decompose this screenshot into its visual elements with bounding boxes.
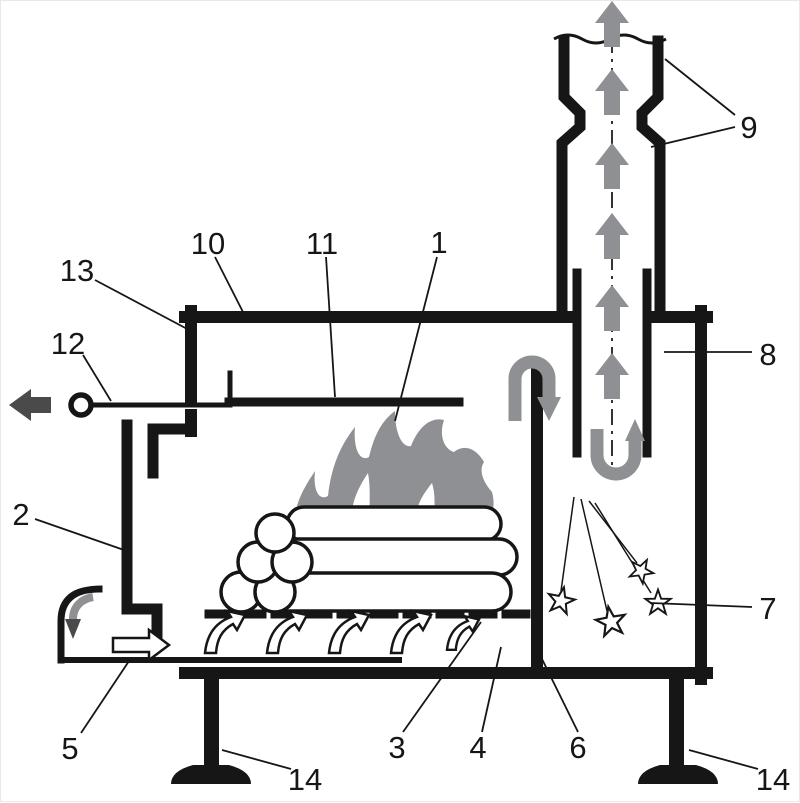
spark-star-icon — [592, 603, 629, 638]
gas-flow-uturn — [590, 419, 645, 481]
leader-line-14-left — [221, 749, 292, 770]
leader-line-1 — [394, 256, 438, 422]
label-10: 10 — [191, 226, 225, 261]
label-13: 13 — [60, 253, 94, 288]
smoke-arrow-icon — [595, 353, 629, 399]
over-divider-arrow-head-icon — [537, 397, 561, 421]
inlet-air-arrow-shaft — [69, 593, 94, 620]
leader-line-5 — [80, 660, 130, 734]
log-end — [254, 512, 296, 554]
inlet-air-arrow-head-icon — [65, 619, 81, 639]
leader-line-9b — [650, 126, 736, 148]
leader-line-10 — [214, 256, 245, 315]
chimney-right-wall — [636, 35, 666, 323]
spark-chamber — [544, 496, 672, 638]
label-8: 8 — [759, 337, 776, 372]
over-divider-arrow-shaft — [508, 355, 556, 421]
right-foot — [638, 765, 718, 784]
label-4: 4 — [469, 730, 486, 765]
chimney-left-wall — [556, 35, 586, 323]
damper-ring-handle — [68, 392, 94, 418]
log — [285, 505, 503, 543]
spark-trail-line — [580, 498, 608, 612]
firewood-logs — [219, 505, 519, 614]
label-7: 7 — [759, 591, 776, 626]
air-right-arrow-icon — [111, 627, 172, 663]
label-6: 6 — [569, 730, 586, 765]
smoke-arrow-icon — [595, 69, 629, 115]
uturn-arrow-head-icon — [625, 419, 645, 441]
label-11: 11 — [306, 226, 338, 261]
spark-trail-line — [560, 496, 575, 592]
leader-line-14-right — [688, 749, 759, 770]
label-14-left: 14 — [288, 762, 322, 797]
left-leg — [204, 679, 219, 767]
leader-line-11 — [325, 256, 336, 398]
label-2: 2 — [12, 497, 29, 532]
right-leg — [669, 679, 684, 767]
label-3: 3 — [388, 730, 405, 765]
leader-line-7 — [650, 602, 753, 608]
left-step-wall — [147, 423, 197, 479]
smoke-arrow-icon — [595, 213, 629, 259]
damper-assembly — [9, 370, 233, 421]
inner-flue-pipe — [572, 268, 652, 458]
label-12: 12 — [51, 326, 85, 361]
stove-legs — [171, 679, 718, 784]
smoke-arrow-icon — [595, 285, 629, 331]
number-labels: 1 2 3 4 5 6 7 8 9 10 11 12 13 14 14 — [12, 110, 790, 797]
label-14-right: 14 — [756, 762, 790, 797]
leader-line-4 — [481, 646, 502, 733]
smoke-exit-arrow-icon — [595, 1, 629, 47]
smoke-arrow-icon — [595, 143, 629, 189]
uturn-arrow-shaft — [590, 429, 642, 481]
inlet-hook-pipe — [57, 585, 103, 664]
leader-line-6 — [541, 658, 579, 733]
gas-flow-over-divider — [508, 355, 561, 421]
label-1: 1 — [430, 225, 447, 260]
label-9: 9 — [740, 110, 757, 145]
leader-line-12 — [82, 354, 112, 402]
left-channel-bottom-step — [121, 603, 163, 639]
air-inlet — [57, 585, 402, 664]
left-foot — [171, 765, 251, 784]
leader-line-13 — [94, 279, 192, 332]
label-5: 5 — [61, 731, 78, 766]
stove-body — [121, 305, 713, 685]
leader-lines — [34, 58, 759, 770]
spark-star-icon — [644, 588, 672, 615]
leader-line-3 — [402, 621, 482, 733]
leader-line-9a — [664, 58, 736, 116]
leader-line-2 — [34, 518, 125, 551]
exhaust-left-arrow-icon — [9, 389, 51, 421]
